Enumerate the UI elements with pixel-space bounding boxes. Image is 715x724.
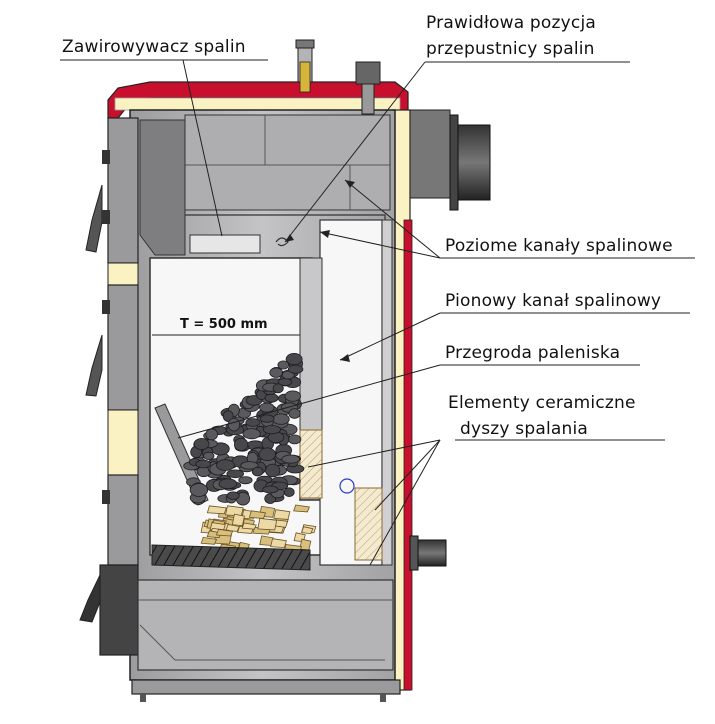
coal-lump — [269, 367, 284, 378]
coal-lump — [259, 414, 275, 423]
wood-piece — [257, 517, 278, 531]
grate — [151, 544, 311, 571]
wood-piece — [225, 524, 240, 532]
arrowheads — [285, 180, 355, 362]
wood-piece — [241, 522, 257, 530]
door-handle-icon — [85, 334, 103, 397]
coal-lump — [272, 413, 290, 425]
label-damper-line2: przepustnicy spalin — [426, 39, 595, 59]
label-vertical-channel: Pionowy kanał spalinowy — [445, 291, 661, 311]
callout-labels: Zawirowywacz spalin Prawidłowa pozycja p… — [62, 13, 673, 439]
coal-lump — [238, 476, 253, 485]
wood-piece — [301, 526, 314, 535]
front-panel — [79, 117, 139, 656]
wood-piece — [200, 536, 218, 545]
ceramic-elements — [299, 429, 383, 561]
coal-lump — [226, 469, 245, 479]
coal-lump — [264, 393, 279, 403]
wood-piece — [206, 505, 227, 515]
coal-lump — [251, 466, 264, 477]
coal-lump — [281, 454, 301, 464]
coal-lump — [218, 478, 238, 490]
coal-lump — [262, 485, 279, 494]
coal-lump — [287, 364, 304, 374]
door-handle-icon — [85, 184, 103, 253]
coal-lump — [189, 483, 209, 497]
ash-pan — [131, 579, 401, 702]
wood-piece — [270, 538, 287, 549]
fuel-depth-label: T = 500 mm — [180, 317, 268, 332]
label-firebox-baffle: Przegroda paleniska — [445, 343, 620, 363]
coal-lump — [202, 451, 215, 460]
wood-piece — [293, 504, 310, 513]
pipe-connector-icon — [409, 535, 447, 571]
swirler-device — [189, 234, 289, 254]
coal-lump — [216, 459, 235, 471]
coal-lump — [240, 461, 259, 470]
label-swirler: Zawirowywacz spalin — [62, 37, 246, 57]
wood-piece — [231, 513, 245, 527]
coal-pile — [183, 352, 305, 506]
fuel-depth-dimension: T = 500 mm — [152, 317, 300, 336]
wood-piece — [273, 509, 291, 520]
coal-lump — [258, 447, 277, 462]
coal-lump — [259, 402, 275, 413]
wood-pile — [200, 504, 317, 554]
coal-lump — [195, 459, 212, 469]
wood-piece — [299, 538, 312, 551]
leader-lines — [60, 59, 695, 566]
coal-lump — [281, 370, 295, 380]
top-fittings — [295, 39, 381, 115]
coal-lump — [234, 437, 249, 452]
coal-lump — [245, 418, 261, 427]
coal-lump — [222, 410, 234, 422]
door-handle-icon — [79, 574, 101, 623]
label-damper-line1: Prawidłowa pozycja — [426, 13, 596, 33]
coal-lump — [287, 434, 302, 445]
coal-lump — [265, 463, 281, 478]
coal-lump — [284, 390, 302, 402]
coal-lump — [283, 487, 295, 498]
coal-lump — [193, 438, 210, 450]
coal-lump — [272, 383, 284, 394]
coal-lump — [262, 424, 281, 435]
flue-pipe-icon — [409, 109, 491, 211]
coal-lump — [226, 491, 240, 500]
label-ceramic-line2: dyszy spalania — [460, 419, 588, 439]
coal-lump — [205, 428, 218, 441]
coal-lump — [242, 428, 261, 440]
coal-lump — [227, 418, 241, 432]
label-horizontal-channels: Poziome kanały spalinowe — [445, 236, 673, 256]
label-ceramic-line1: Elementy ceramiczne — [448, 393, 636, 413]
coal-lump — [288, 408, 301, 419]
wood-piece — [215, 528, 234, 537]
wood-piece — [248, 510, 267, 519]
coal-lump — [277, 360, 290, 370]
